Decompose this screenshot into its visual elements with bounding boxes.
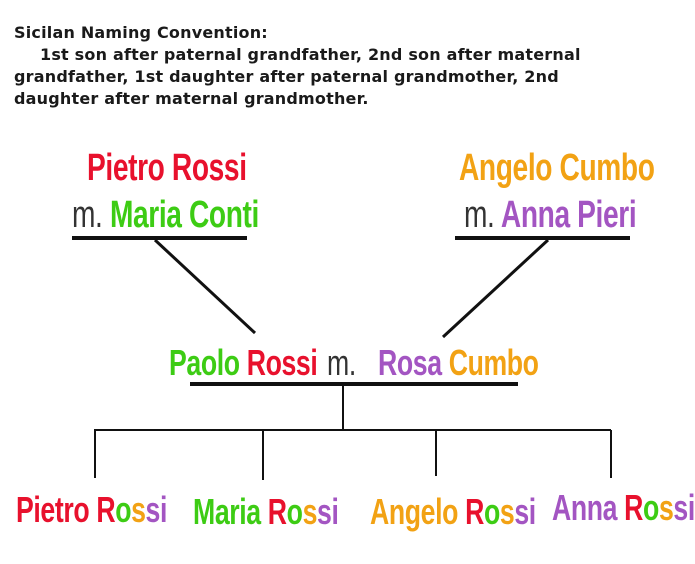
child-2-name: Maria Rossi <box>193 492 339 532</box>
paternal-grandfather-name: Pietro Rossi <box>87 147 247 189</box>
marriage-prefix: m. <box>464 194 495 236</box>
header-title: Sicilan Naming Convention: <box>14 23 268 42</box>
parents-marriage-prefix: m. <box>327 342 356 383</box>
child-1-first-name: Pietro <box>16 489 90 530</box>
maternal-grandfather-name: Angelo Cumbo <box>459 147 655 189</box>
father-name: Paolo Rossi <box>169 342 318 383</box>
maternal-grandmother-name: Anna Pieri <box>500 194 637 236</box>
maternal-grandmother-line: m. Anna Pieri <box>464 193 637 237</box>
mother-surname-part: Cumbo <box>441 342 539 383</box>
child-1-surname: Rossi <box>96 489 168 530</box>
marriage-prefix: m. <box>72 194 103 236</box>
child-4-surname: Rossi <box>624 487 695 528</box>
maternal-descent-line <box>441 238 550 339</box>
mother-first-name-part: Rosa <box>378 342 442 383</box>
mother-name: Rosa Cumbo <box>378 343 539 383</box>
header-line-2: grandfather, 1st daughter after paternal… <box>14 67 559 86</box>
father-first-name-part: Paolo <box>169 342 240 383</box>
child-3-first-name: Angelo <box>370 491 459 532</box>
father-surname-part: Rossi <box>239 342 318 383</box>
child-1-name: Pietro Rossi <box>16 490 167 530</box>
naming-convention-text: Sicilan Naming Convention: 1st son after… <box>14 22 686 110</box>
header-line-1: 1st son after paternal grandfather, 2nd … <box>40 45 581 64</box>
child-2-surname: Rossi <box>267 491 339 532</box>
child-3-surname: Rossi <box>465 491 536 532</box>
header-line-3: daughter after maternal grandmother. <box>14 89 369 108</box>
paternal-grandmother-name: Maria Conti <box>109 194 259 236</box>
paternal-grandmother-line: m. Maria Conti <box>72 193 259 237</box>
child-2-first-name: Maria <box>193 491 261 532</box>
child-4-name: Anna Rossi <box>552 488 695 528</box>
child-4-first-name: Anna <box>552 487 618 528</box>
child-3-name: Angelo Rossi <box>370 492 536 532</box>
paternal-descent-line <box>153 238 257 335</box>
